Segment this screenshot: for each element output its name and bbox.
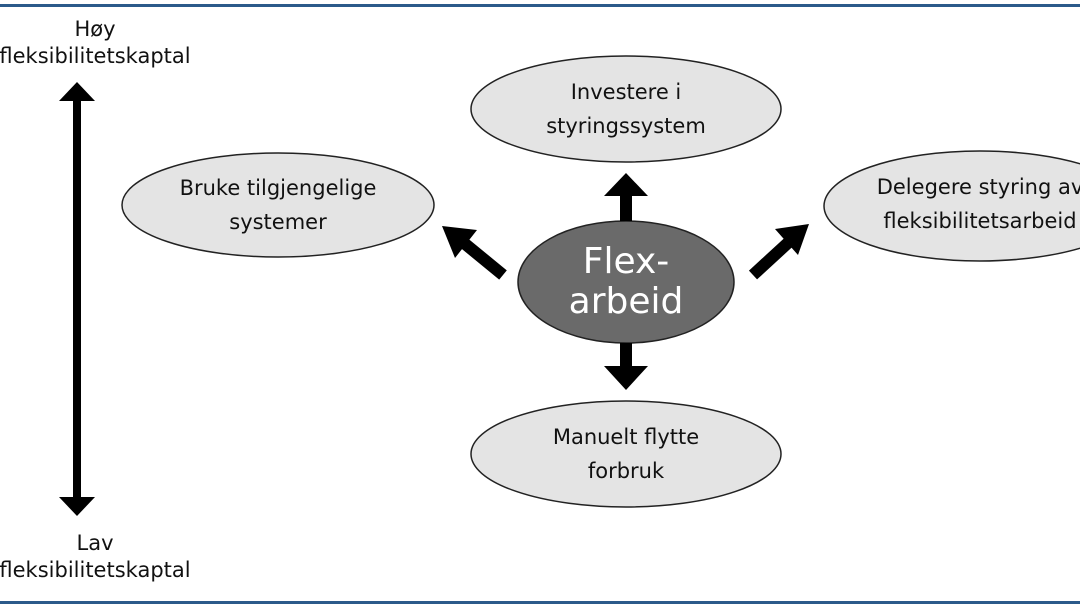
frame-top-border xyxy=(0,4,1080,7)
bubble-manual-ellipse xyxy=(470,400,782,508)
bubble-delegate-ellipse xyxy=(823,150,1080,262)
arrow-up-right xyxy=(748,224,809,280)
bubble-existing-line2: systemer xyxy=(229,210,327,234)
bubble-existing-line1: Bruke tilgjengelige xyxy=(179,176,377,200)
bubble-manual-line2: forbruk xyxy=(587,459,665,483)
bubble-manual: Manuelt flytte forbruk xyxy=(471,420,781,488)
bubble-invest-ellipse xyxy=(470,55,782,163)
frame-bottom-border xyxy=(0,601,1080,604)
bubble-existing-ellipse xyxy=(121,152,435,258)
arrow-down xyxy=(604,343,648,390)
bubble-delegate: Delegere styring av fleksibilitetsarbeid xyxy=(824,170,1080,238)
bubble-invest: Investere i styringssystem xyxy=(471,75,781,143)
arrow-up-left xyxy=(442,226,507,280)
bubble-existing-systems: Bruke tilgjengelige systemer xyxy=(122,171,434,239)
center-label-line1: Flex- xyxy=(582,241,670,282)
axis-label-high-line2: fleksibilitetskaptal xyxy=(0,44,191,68)
axis-label-low-line1: Lav xyxy=(76,531,114,555)
axis-label-high: Høy fleksibilitetskaptal xyxy=(0,16,203,70)
center-label-line2: arbeid xyxy=(568,281,684,322)
axis-label-low: Lav fleksibilitetskaptal xyxy=(0,530,203,584)
arrow-up xyxy=(604,173,648,221)
bubble-delegate-line2: fleksibilitetsarbeid xyxy=(883,209,1077,233)
center-label: Flex- arbeid xyxy=(526,242,726,322)
bubble-invest-line1: Investere i xyxy=(570,80,682,104)
axis-label-high-line1: Høy xyxy=(74,17,116,41)
bubble-manual-line1: Manuelt flytte xyxy=(552,425,700,449)
bubble-delegate-line1: Delegere styring av xyxy=(876,175,1080,199)
axis-label-low-line2: fleksibilitetskaptal xyxy=(0,558,191,582)
bubble-invest-line2: styringssystem xyxy=(546,114,706,138)
flexibility-axis-arrow xyxy=(59,82,95,516)
